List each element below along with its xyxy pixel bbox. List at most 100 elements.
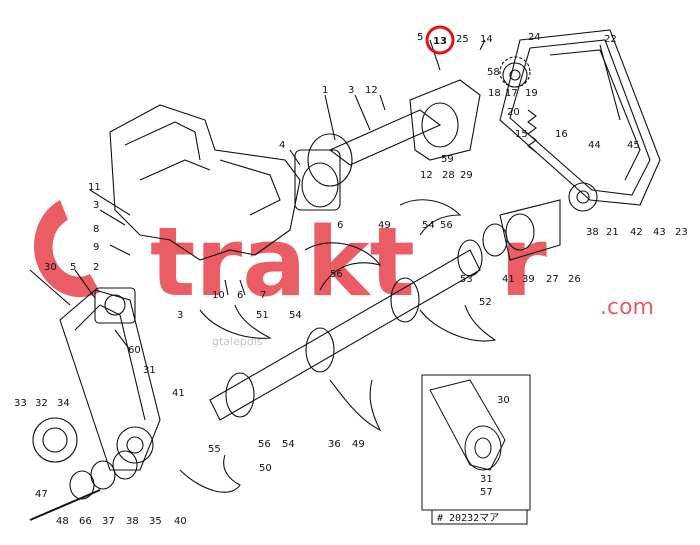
inset-detail: # 20232マア xyxy=(421,374,531,525)
part-label-6[interactable]: 6 xyxy=(237,290,243,301)
part-label-41[interactable]: 41 xyxy=(172,388,185,399)
part-label-3[interactable]: 3 xyxy=(93,200,99,211)
reference-code: # 20232マア xyxy=(437,513,499,524)
tine-blade xyxy=(419,304,497,342)
watermark-url: gtalepdis xyxy=(212,335,263,348)
part-label-2[interactable]: 2 xyxy=(93,262,99,273)
tine-blade xyxy=(399,199,462,236)
part-label-14[interactable]: 14 xyxy=(480,34,493,45)
watermark-tail: r xyxy=(500,208,547,318)
part-labels: 1 2 3 3 3 4 5 5 6 6 7 8 9 10 11 12 12 13… xyxy=(14,32,688,527)
part-label-23[interactable]: 23 xyxy=(675,227,688,238)
part-label-40[interactable]: 40 xyxy=(174,516,187,527)
part-label-54[interactable]: 54 xyxy=(282,439,295,450)
part-label-38[interactable]: 38 xyxy=(586,227,599,238)
tine-blade xyxy=(329,379,382,432)
part-label-5[interactable]: 5 xyxy=(417,32,423,43)
part-label-24[interactable]: 24 xyxy=(528,32,541,43)
part-label-54[interactable]: 54 xyxy=(289,310,302,321)
right-shaft-housing xyxy=(499,199,561,261)
part-label-27[interactable]: 27 xyxy=(546,274,559,285)
part-label-31[interactable]: 31 xyxy=(480,474,493,485)
part-label-66[interactable]: 66 xyxy=(79,516,92,527)
part-label-48[interactable]: 48 xyxy=(56,516,69,527)
watermark-brand: trakt xyxy=(150,208,415,318)
line-art xyxy=(29,29,661,521)
part-label-45[interactable]: 45 xyxy=(627,140,640,151)
part-label-49[interactable]: 49 xyxy=(352,439,365,450)
highlight-circle xyxy=(425,25,455,55)
part-label-56[interactable]: 56 xyxy=(258,439,271,450)
watermark-domain: .com xyxy=(600,295,654,320)
part-label-58[interactable]: 58 xyxy=(487,67,500,78)
part-label-30[interactable]: 30 xyxy=(497,395,510,406)
gearbox-housing xyxy=(109,104,301,261)
part-label-38[interactable]: 38 xyxy=(126,516,139,527)
part-label-10[interactable]: 10 xyxy=(212,290,225,301)
part-label-19[interactable]: 19 xyxy=(525,88,538,99)
part-label-60[interactable]: 60 xyxy=(128,345,141,356)
reference-code-box xyxy=(431,509,528,525)
part-label-56[interactable]: 56 xyxy=(440,220,453,231)
part-label-22[interactable]: 22 xyxy=(604,34,617,45)
part-label-6[interactable]: 6 xyxy=(337,220,343,231)
part-label-32[interactable]: 32 xyxy=(35,398,48,409)
part-label-37[interactable]: 37 xyxy=(102,516,115,527)
part-label-39[interactable]: 39 xyxy=(522,274,535,285)
bearing-housing-right xyxy=(409,79,481,161)
left-arm xyxy=(59,289,161,471)
part-label-20[interactable]: 20 xyxy=(507,107,520,118)
part-label-55[interactable]: 55 xyxy=(208,444,221,455)
part-label-30[interactable]: 30 xyxy=(44,262,57,273)
part-label-54[interactable]: 54 xyxy=(422,220,435,231)
part-label-12[interactable]: 12 xyxy=(420,170,433,181)
watermark-logo-icon xyxy=(34,200,100,298)
tine-blade xyxy=(199,304,272,339)
part-label-33[interactable]: 33 xyxy=(14,398,27,409)
part-label-41[interactable]: 41 xyxy=(502,274,515,285)
part-label-42[interactable]: 42 xyxy=(630,227,643,238)
drive-tube xyxy=(328,109,442,166)
part-label-3[interactable]: 3 xyxy=(177,310,183,321)
part-label-53[interactable]: 53 xyxy=(460,274,473,285)
part-label-4[interactable]: 4 xyxy=(279,140,285,151)
part-label-3[interactable]: 3 xyxy=(348,85,354,96)
part-label-15[interactable]: 15 xyxy=(515,129,528,140)
part-label-43[interactable]: 43 xyxy=(653,227,666,238)
part-label-25[interactable]: 25 xyxy=(456,34,469,45)
part-label-18[interactable]: 18 xyxy=(488,88,501,99)
part-label-34[interactable]: 34 xyxy=(57,398,70,409)
part-label-16[interactable]: 16 xyxy=(555,129,568,140)
part-label-28[interactable]: 28 xyxy=(442,170,455,181)
part-label-50[interactable]: 50 xyxy=(259,463,272,474)
part-label-36[interactable]: 36 xyxy=(328,439,341,450)
part-label-9[interactable]: 9 xyxy=(93,242,99,253)
part-label-44[interactable]: 44 xyxy=(588,140,601,151)
part-label-21[interactable]: 21 xyxy=(606,227,619,238)
part-label-17[interactable]: 17 xyxy=(505,88,518,99)
part-label-12[interactable]: 12 xyxy=(365,85,378,96)
part-label-31[interactable]: 31 xyxy=(143,365,156,376)
tension-spring xyxy=(527,109,537,153)
part-label-5[interactable]: 5 xyxy=(70,262,76,273)
tine-shaft xyxy=(209,249,481,421)
part-label-29[interactable]: 29 xyxy=(460,170,473,181)
part-label-8[interactable]: 8 xyxy=(93,224,99,235)
part-label-57[interactable]: 57 xyxy=(480,487,493,498)
part-label-1[interactable]: 1 xyxy=(322,85,328,96)
part-label-13[interactable]: 13 xyxy=(433,36,447,47)
part-label-47[interactable]: 47 xyxy=(35,489,48,500)
part-label-35[interactable]: 35 xyxy=(149,516,162,527)
part-label-7[interactable]: 7 xyxy=(260,290,266,301)
part-label-11[interactable]: 11 xyxy=(88,182,101,193)
part-label-59[interactable]: 59 xyxy=(441,154,454,165)
part-label-49[interactable]: 49 xyxy=(378,220,391,231)
part-label-52[interactable]: 52 xyxy=(479,297,492,308)
tine-blade xyxy=(179,454,241,493)
part-label-51[interactable]: 51 xyxy=(256,310,269,321)
part-label-56[interactable]: 56 xyxy=(330,269,343,280)
tine-blade xyxy=(304,242,382,291)
part-label-26[interactable]: 26 xyxy=(568,274,581,285)
